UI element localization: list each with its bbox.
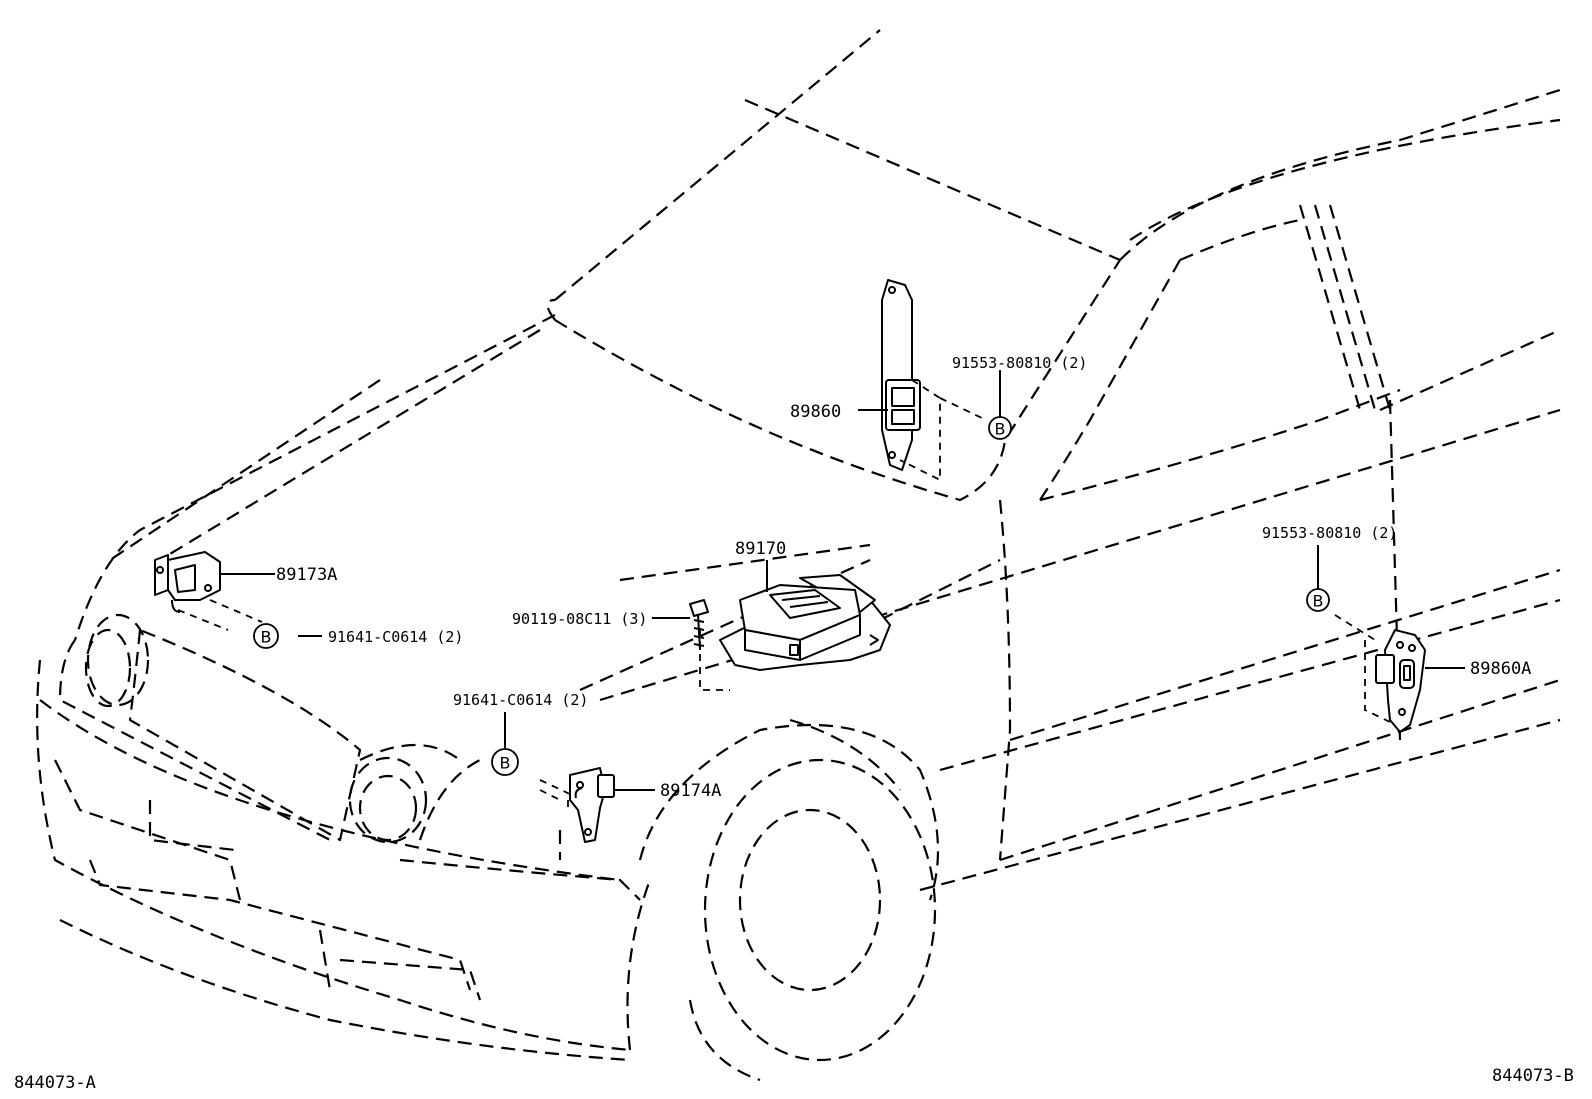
sensor-89174a-illustration bbox=[539, 767, 615, 843]
label-90119-08c11: 90119-08C11 (3) bbox=[512, 610, 647, 628]
callout-b-front-right: B bbox=[491, 748, 519, 776]
illustration-id-right: 844073-B bbox=[1492, 1066, 1574, 1086]
callout-b-side-rear: B bbox=[1306, 588, 1330, 612]
sensor-89173a-illustration bbox=[154, 551, 263, 631]
illustration-id-left: 844073-A bbox=[14, 1073, 96, 1093]
label-91553-80810-top: 91553-80810 (2) bbox=[952, 354, 1087, 372]
sensor-89860a-illustration bbox=[1334, 614, 1426, 733]
label-89860: 89860 bbox=[790, 402, 841, 422]
label-89174a: 89174A bbox=[660, 781, 721, 801]
label-89170: 89170 bbox=[735, 539, 786, 559]
airbag-ecu-89170-illustration bbox=[699, 574, 891, 691]
label-89860a: 89860A bbox=[1470, 659, 1531, 679]
label-91641-c0614-right: 91641-C0614 (2) bbox=[453, 691, 588, 709]
label-91553-80810-side: 91553-80810 (2) bbox=[1262, 524, 1397, 542]
leader-lines bbox=[220, 370, 1465, 791]
callout-b-front-left: B bbox=[253, 623, 279, 649]
callout-b-center-right-text: B bbox=[995, 420, 1006, 439]
callout-b-side-rear-text: B bbox=[1313, 592, 1324, 611]
label-91641-c0614-left: 91641-C0614 (2) bbox=[328, 628, 463, 646]
callout-b-center-right: B bbox=[988, 416, 1012, 440]
callout-b-front-left-text: B bbox=[261, 628, 272, 647]
bolt-90119-illustration bbox=[689, 599, 709, 651]
vehicle-outline bbox=[36, 29, 1561, 1082]
callout-b-front-right-text: B bbox=[500, 754, 511, 773]
label-89173a: 89173A bbox=[276, 565, 337, 585]
sensor-89860-illustration bbox=[881, 279, 983, 482]
